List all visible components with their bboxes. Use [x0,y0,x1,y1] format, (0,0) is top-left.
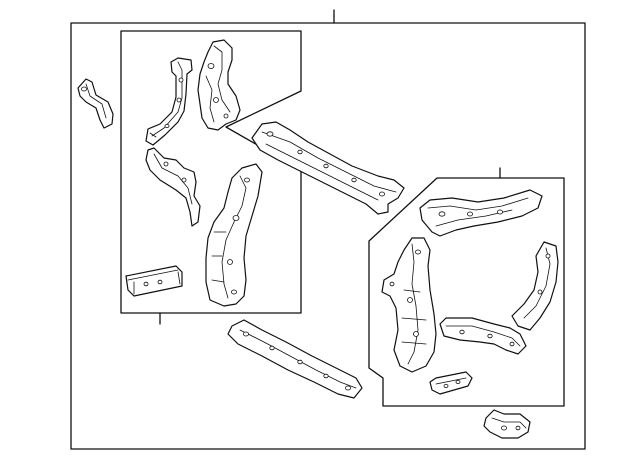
inner-right-main-support [381,237,437,373]
inner-left-curved-panel [197,39,241,131]
inner-right-lower-block [429,371,473,395]
upper-left-small-bracket [77,78,114,129]
lower-right-small-bracket [483,409,531,439]
inner-left-lower-block [125,265,183,297]
inner-left-main-support [205,163,263,307]
right-subassembly-frame [368,167,565,407]
inner-right-curved-panel [419,189,543,237]
upper-crossmember [251,121,405,215]
outer-frame [70,9,586,450]
inner-right-upper-support [511,241,559,331]
inner-left-upper-support [145,57,193,146]
inner-right-side-bracket [439,317,527,355]
lower-crossmember [227,319,363,399]
inner-left-side-bracket [145,147,201,227]
